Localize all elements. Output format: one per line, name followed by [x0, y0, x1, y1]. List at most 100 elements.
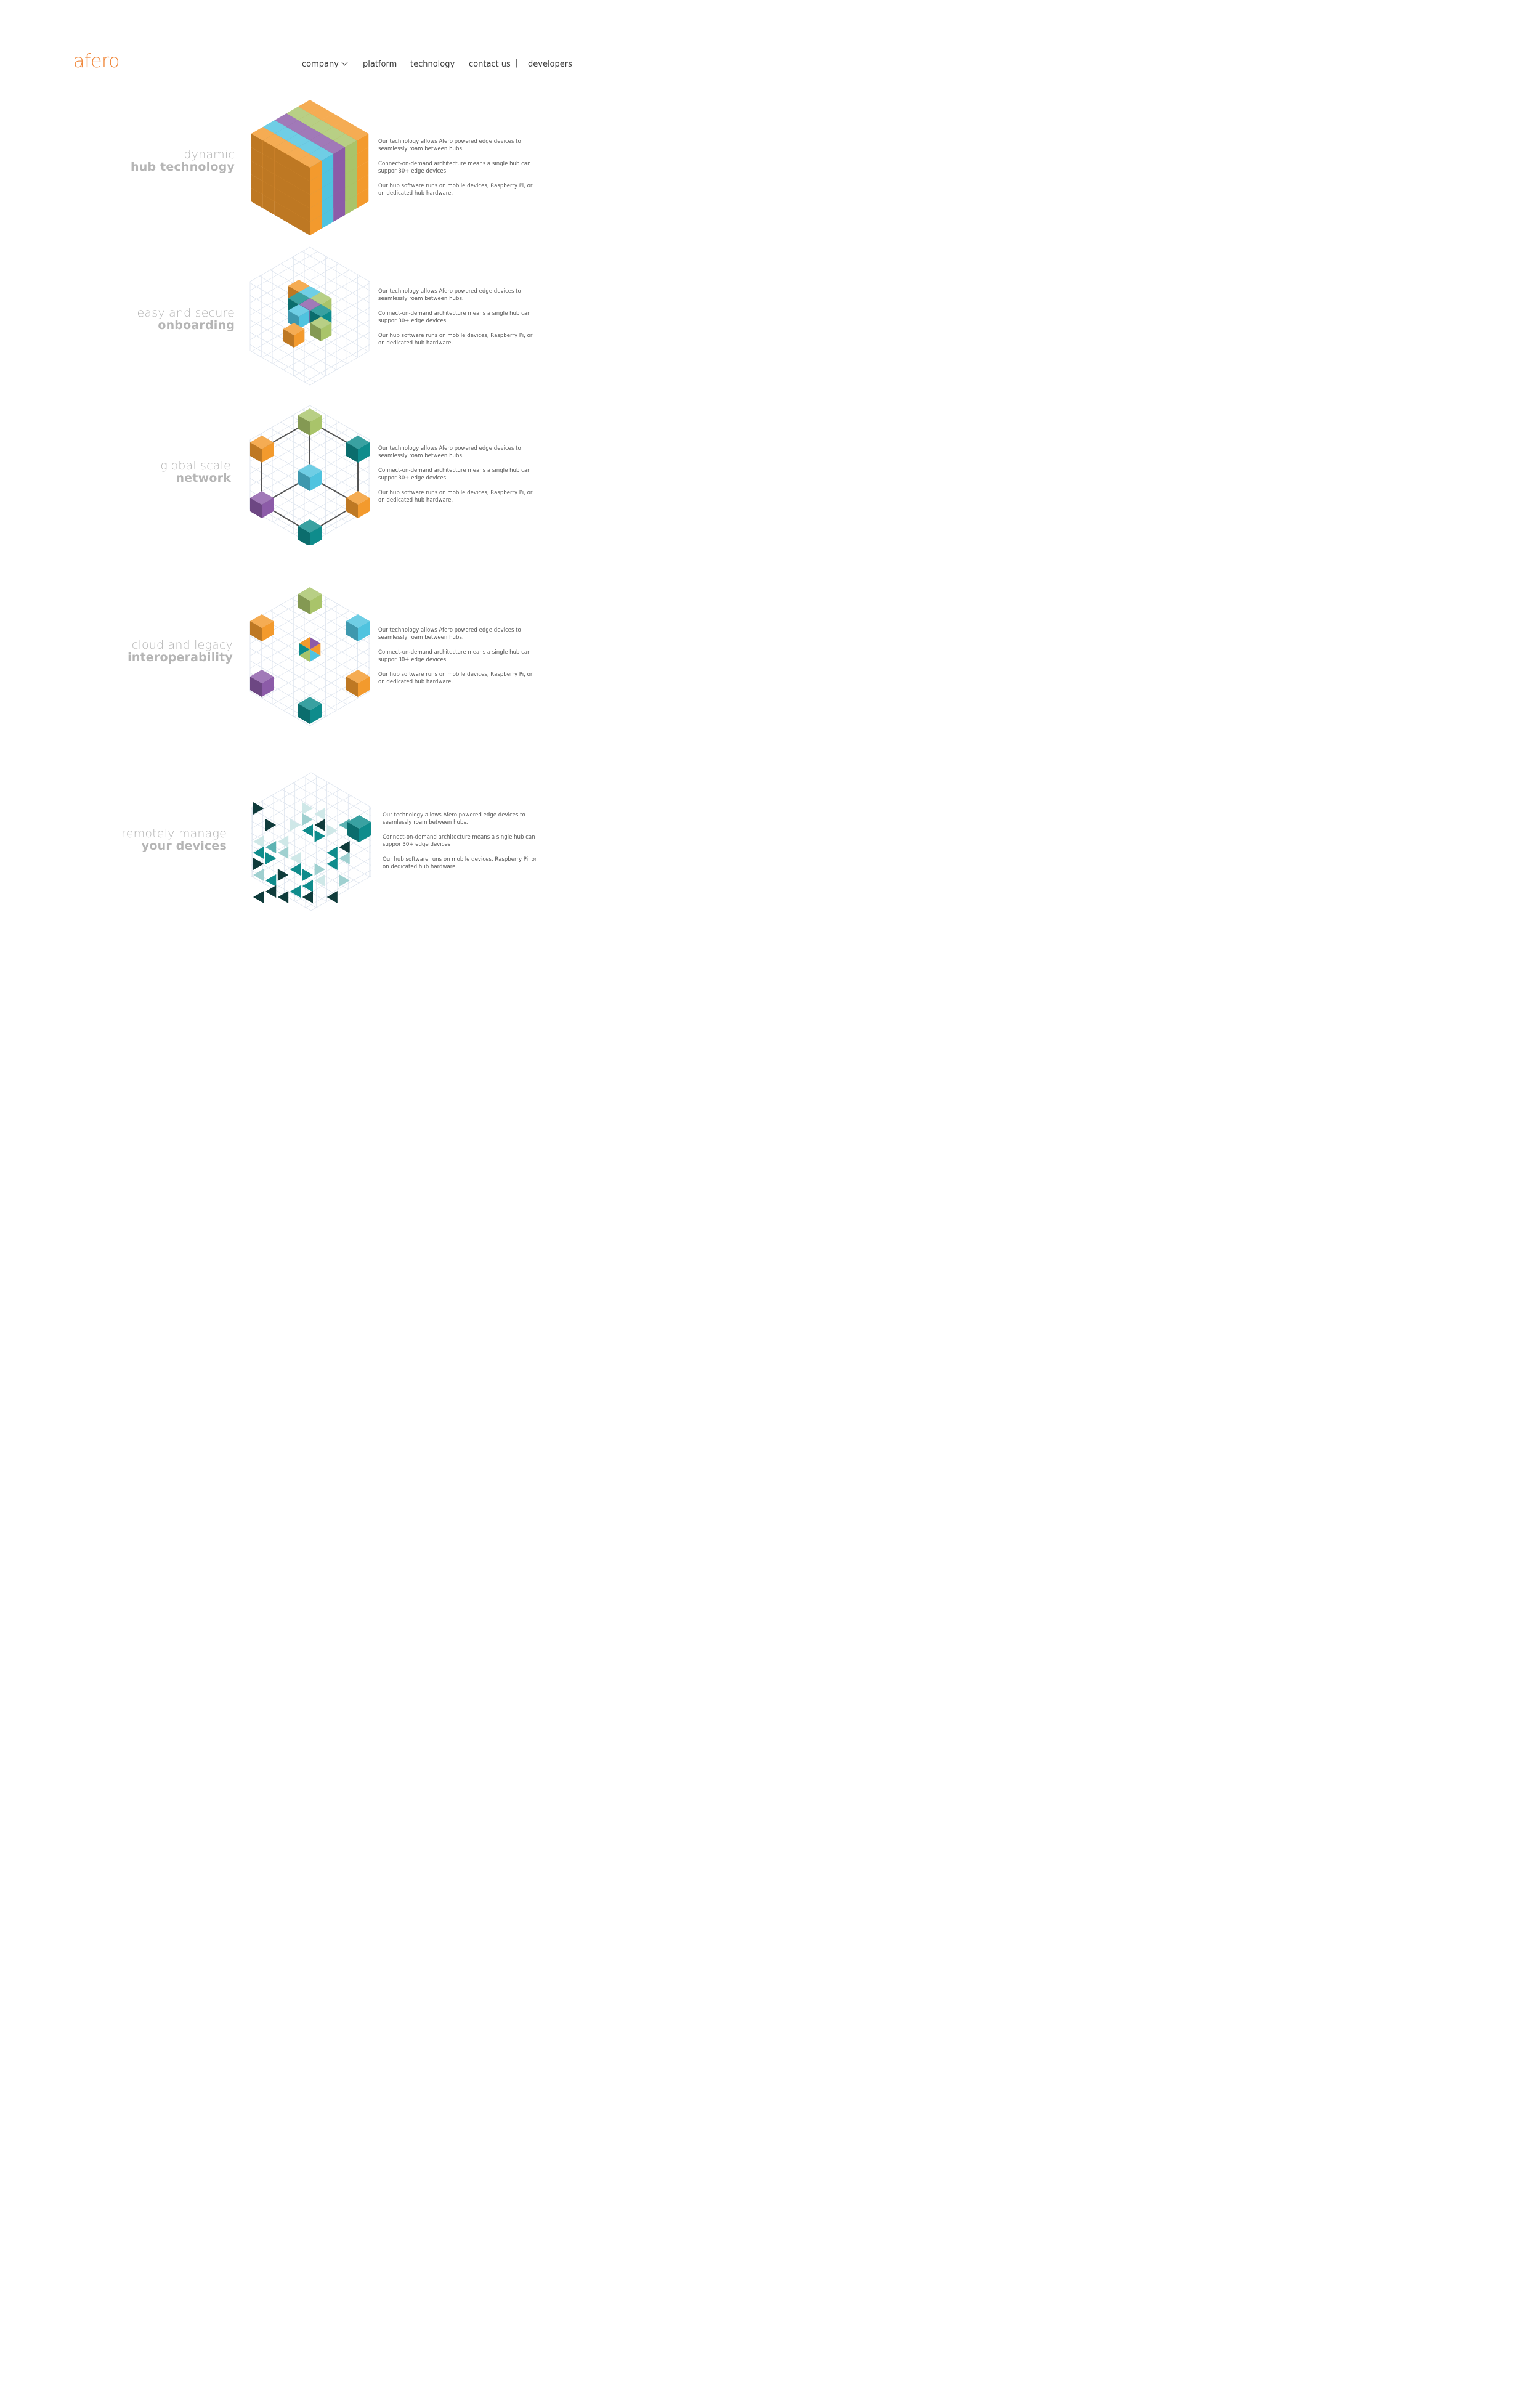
section-heading: cloud and legacy interoperability — [92, 640, 233, 664]
device-triangle — [302, 824, 313, 837]
device-triangle — [326, 891, 338, 903]
copy-paragraph: Our hub software runs on mobile devices,… — [378, 490, 533, 503]
section-copy: Our technology allows Afero powered edge… — [378, 138, 538, 205]
device-triangle — [302, 891, 313, 903]
device-triangle — [326, 824, 338, 837]
nav-item-label: company — [302, 60, 339, 69]
chevron-down-icon — [341, 59, 348, 66]
device-triangle — [265, 885, 277, 898]
device-triangle — [339, 874, 350, 887]
device-triangle — [290, 885, 301, 898]
interop-cube — [346, 614, 370, 641]
network-node-cube — [249, 436, 274, 463]
network-node-cube — [298, 408, 322, 436]
copy-paragraph: Our hub software runs on mobile devices,… — [378, 333, 533, 346]
device-triangle — [265, 841, 277, 853]
nav-item-developers[interactable]: developers — [528, 60, 572, 69]
copy-paragraph: Our technology allows Afero powered edge… — [378, 288, 521, 302]
nav-separator: | — [515, 59, 518, 68]
device-triangle — [314, 808, 325, 820]
device-triangle — [277, 835, 289, 848]
copy-paragraph: Our technology allows Afero powered edge… — [378, 627, 521, 641]
section-heading: global scale network — [92, 460, 231, 484]
network-node-cube — [298, 464, 322, 491]
interoperability-graphic — [249, 587, 370, 726]
device-triangle — [253, 802, 264, 815]
nav-item-contact-us[interactable]: contact us — [469, 60, 511, 69]
hub-cube-cluster-graphic — [251, 100, 369, 235]
section-copy: Our technology allows Afero powered edge… — [378, 627, 538, 693]
device-triangle — [265, 874, 277, 887]
heading-line-light: dynamic — [184, 148, 235, 161]
heading-line-bold: onboarding — [158, 319, 235, 332]
heading-line-bold: interoperability — [128, 651, 233, 664]
device-triangle — [290, 852, 301, 864]
section-heading: dynamic hub technology — [92, 149, 235, 173]
center-facet — [299, 637, 310, 649]
device-triangle — [265, 852, 277, 864]
device-triangle — [314, 830, 325, 842]
device-triangle — [277, 869, 289, 881]
device-triangle — [339, 852, 350, 864]
copy-paragraph: Our technology allows Afero powered edge… — [378, 139, 521, 152]
device-triangle — [253, 835, 264, 848]
network-node-cube — [249, 491, 274, 518]
interop-cube — [298, 587, 322, 614]
device-triangle — [314, 819, 325, 831]
copy-paragraph: Our technology allows Afero powered edge… — [378, 445, 521, 459]
device-triangle — [302, 869, 313, 881]
device-triangle — [290, 863, 301, 876]
colored-cube — [298, 154, 322, 181]
onboarding-cube — [283, 323, 305, 348]
device-triangle — [326, 847, 338, 859]
nav-item-technology[interactable]: technology — [410, 60, 455, 69]
device-triangle — [314, 874, 325, 887]
network-nodes-graphic — [249, 405, 370, 545]
copy-paragraph: Connect-on-demand architecture means a s… — [378, 649, 531, 663]
device-triangle — [302, 813, 313, 826]
device-triangle — [302, 802, 313, 815]
afero-logo[interactable]: afero — [73, 51, 120, 72]
interop-cube — [249, 614, 274, 641]
section-copy: Our technology allows Afero powered edge… — [383, 811, 543, 878]
copy-paragraph: Connect-on-demand architecture means a s… — [378, 311, 531, 324]
heading-line-bold: your devices — [141, 839, 227, 853]
device-triangle — [339, 819, 350, 831]
network-node-cube — [298, 519, 322, 545]
device-triangle — [314, 863, 325, 876]
heading-line-light: easy and secure — [137, 306, 235, 320]
onboarding-blocks-graphic — [249, 246, 370, 386]
heading-line-light: remotely manage — [121, 827, 227, 840]
device-triangle — [339, 841, 350, 853]
device-triangle — [326, 858, 338, 870]
center-facet — [310, 637, 321, 649]
device-triangle — [253, 847, 264, 859]
copy-paragraph: Our hub software runs on mobile devices,… — [378, 672, 533, 685]
device-triangle — [277, 847, 289, 859]
onboarding-cube — [310, 317, 332, 341]
heading-line-bold: network — [176, 471, 231, 485]
nav-item-company[interactable]: company — [302, 59, 348, 69]
device-triangle — [265, 819, 277, 831]
device-cube — [347, 815, 371, 842]
center-facet — [310, 643, 321, 656]
device-triangle — [290, 819, 301, 831]
copy-paragraph: Connect-on-demand architecture means a s… — [378, 161, 531, 174]
network-node-cube — [346, 436, 370, 463]
main-nav: company platform technology contact us |… — [0, 59, 631, 72]
remote-management-graphic — [251, 772, 371, 911]
device-triangle — [253, 858, 264, 870]
center-facet — [299, 649, 310, 662]
heading-line-light: global scale — [160, 459, 231, 473]
section-copy: Our technology allows Afero powered edge… — [378, 288, 538, 354]
interop-cube — [298, 697, 322, 724]
device-triangle — [302, 880, 313, 892]
nav-item-platform[interactable]: platform — [363, 60, 397, 69]
interop-cube — [249, 670, 274, 697]
copy-paragraph: Our hub software runs on mobile devices,… — [378, 183, 533, 197]
device-triangle — [253, 869, 264, 881]
grid-outline — [251, 772, 371, 911]
copy-paragraph: Our hub software runs on mobile devices,… — [383, 856, 537, 870]
heading-line-light: cloud and legacy — [131, 638, 233, 652]
center-facet — [299, 643, 310, 656]
